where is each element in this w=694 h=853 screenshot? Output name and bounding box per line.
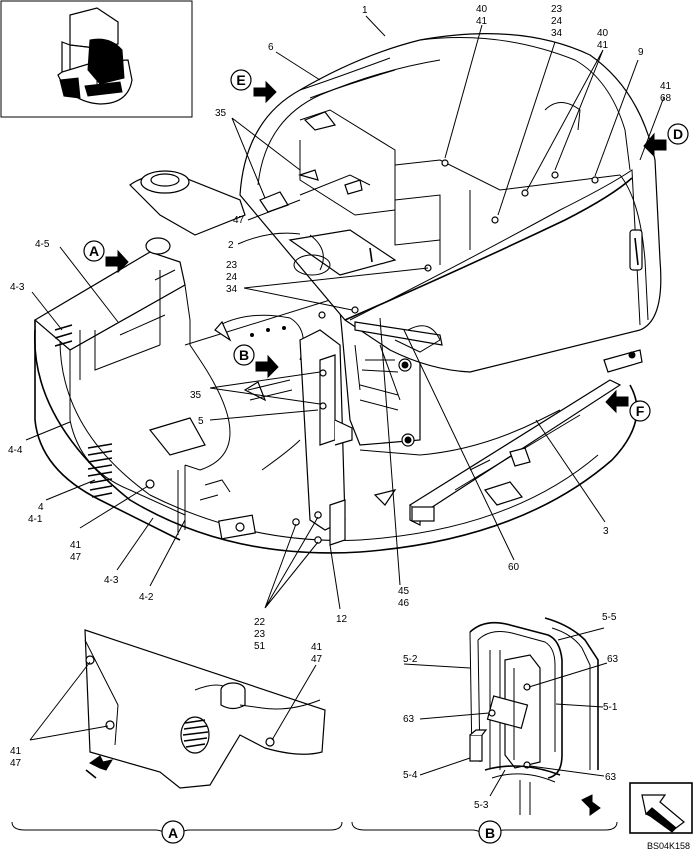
callout-4-4: 4-4: [8, 445, 23, 456]
detail-a-callout-41-right: 41: [311, 642, 323, 653]
view-arrow-a: A: [83, 240, 129, 274]
callout-12: 12: [336, 614, 348, 625]
callout-34-mid: 34: [226, 284, 238, 295]
view-arrow-d-label: D: [673, 126, 683, 142]
callout-9: 9: [638, 47, 644, 58]
detail-b-callout-5-3: 5-3: [474, 800, 489, 811]
detail-b-callout-63-top: 63: [607, 654, 619, 665]
locator-inset: [0, 0, 193, 118]
view-arrow-f-label: F: [636, 403, 645, 419]
callout-35-top: 35: [215, 108, 227, 119]
callout-4-3-top: 4-3: [10, 282, 25, 293]
detail-b: 5-5 5-2 63 5-1 63 5-4 63 5-3 B: [351, 612, 619, 844]
detail-a-vent: [180, 716, 210, 754]
detail-a-title: A: [168, 825, 178, 841]
view-arrow-f: F: [605, 389, 651, 422]
callout-41-left: 41: [70, 540, 82, 551]
main-assembly: E A B D F: [8, 4, 689, 652]
callout-4: 4: [38, 502, 44, 513]
drawing-code: BS04K158: [647, 841, 690, 851]
base-frame: [34, 329, 638, 554]
callout-40-top: 40: [476, 4, 488, 15]
detail-b-marker: [478, 820, 502, 844]
boom-arm: [129, 170, 246, 255]
callout-6: 6: [268, 42, 274, 53]
callout-35-mid: 35: [190, 390, 202, 401]
callout-1: 1: [362, 5, 368, 16]
view-arrow-a-label: A: [89, 243, 99, 259]
detail-b-callout-5-1: 5-1: [603, 702, 618, 713]
callout-5: 5: [198, 416, 204, 427]
callout-4-3-bottom: 4-3: [104, 575, 119, 586]
view-arrows: E A B D F: [83, 69, 689, 422]
vertical-post: [247, 329, 353, 546]
callout-68: 68: [660, 93, 672, 104]
view-arrow-d: D: [643, 123, 689, 158]
detail-b-callout-5-2: 5-2: [403, 654, 418, 665]
callout-22: 22: [254, 617, 266, 628]
callout-45: 45: [398, 586, 410, 597]
callout-4-1: 4-1: [28, 514, 43, 525]
callout-24-mid: 24: [226, 272, 238, 283]
view-arrow-b-label: B: [239, 347, 249, 363]
callout-46: 46: [398, 598, 410, 609]
callout-4-2: 4-2: [139, 592, 154, 603]
callout-41-top: 41: [476, 16, 488, 27]
callout-47-left: 47: [70, 552, 82, 563]
callout-23-mid: 23: [226, 260, 238, 271]
callout-41-right: 41: [597, 40, 609, 51]
callout-labels: 1 6 40 41 23 24 34 40 41 9 41 68 35 47 2…: [8, 4, 672, 652]
callout-34-top: 34: [551, 28, 563, 39]
callout-41-r2: 41: [660, 81, 672, 92]
detail-a-callout-47-left: 47: [10, 758, 22, 769]
detail-b-callout-63-left: 63: [403, 714, 415, 725]
detail-a-callout-41-left: 41: [10, 746, 22, 757]
detail-b-title: B: [485, 825, 495, 841]
detail-a-marker: [161, 820, 185, 844]
callout-23-bottom: 23: [254, 629, 266, 640]
detail-a-callout-47-right: 47: [311, 654, 323, 665]
view-arrow-b: B: [233, 344, 279, 379]
view-arrow-e: E: [230, 69, 277, 104]
front-direction-icon: [629, 782, 693, 834]
left-side-cover: [33, 251, 201, 541]
detail-b-callout-63-bottom: 63: [605, 772, 617, 783]
engine-hood: [239, 33, 662, 401]
callout-47: 47: [233, 215, 245, 226]
right-frame: [359, 349, 643, 526]
callout-24-top: 24: [551, 16, 563, 27]
detail-a: 41 47 41 47 A: [10, 629, 343, 844]
detail-b-callout-5-4: 5-4: [403, 770, 418, 781]
leader-lines: [25, 15, 665, 610]
detail-b-callout-5-5: 5-5: [602, 612, 617, 623]
callout-2: 2: [228, 240, 234, 251]
callout-40-right: 40: [597, 28, 609, 39]
view-arrow-e-label: E: [236, 72, 245, 88]
callout-51: 51: [254, 641, 266, 652]
detail-b-block: [469, 734, 483, 762]
callout-23-top: 23: [551, 4, 563, 15]
callout-4-5: 4-5: [35, 239, 50, 250]
callout-3: 3: [603, 526, 609, 537]
locator-machine-icon: [57, 7, 133, 105]
callout-60: 60: [508, 562, 520, 573]
